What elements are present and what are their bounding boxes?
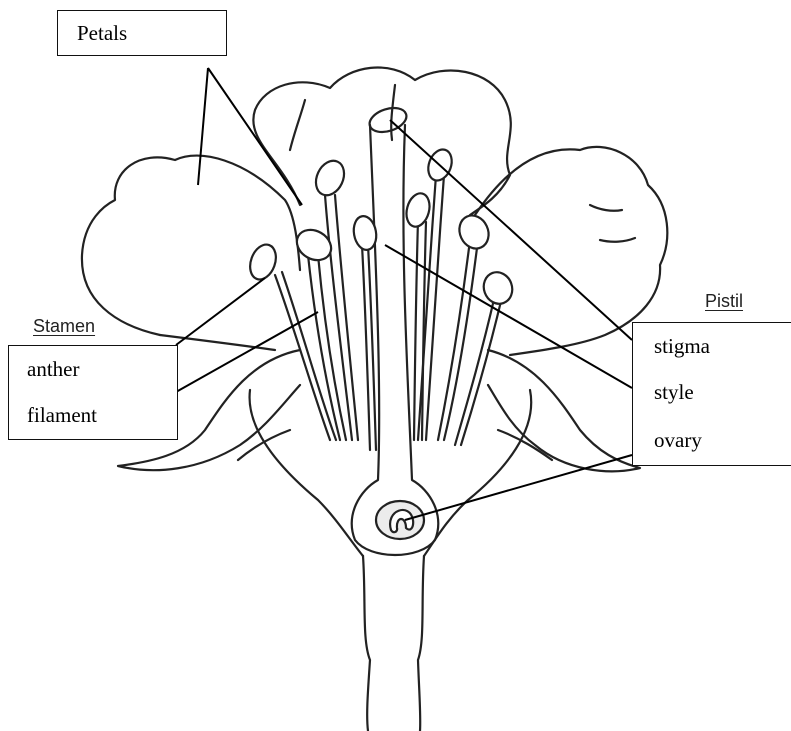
anther-label: anther: [8, 345, 178, 393]
ovary-label: ovary: [632, 416, 791, 466]
petal-right: [600, 238, 635, 242]
leader-ovary: [405, 455, 632, 520]
receptacle: [424, 390, 531, 556]
stamen-heading: Stamen: [33, 316, 95, 337]
stem: [418, 556, 424, 731]
petals-label: Petals: [57, 10, 227, 56]
leader-petals: [198, 68, 302, 205]
petal-back: [290, 100, 305, 150]
style-label: style: [632, 369, 791, 417]
sepal-left: [238, 430, 290, 460]
filament-label: filament: [8, 392, 178, 440]
sepal-right: [498, 430, 552, 460]
pistil-heading: Pistil: [705, 291, 743, 312]
sepal-right: [488, 350, 640, 471]
petal-right: [590, 205, 622, 211]
stigma-label: stigma: [632, 322, 791, 370]
receptacle: [250, 390, 363, 556]
stem: [363, 556, 370, 731]
leader-filament: [176, 312, 318, 392]
leader-anther: [176, 278, 265, 345]
petal-back: [391, 85, 395, 140]
